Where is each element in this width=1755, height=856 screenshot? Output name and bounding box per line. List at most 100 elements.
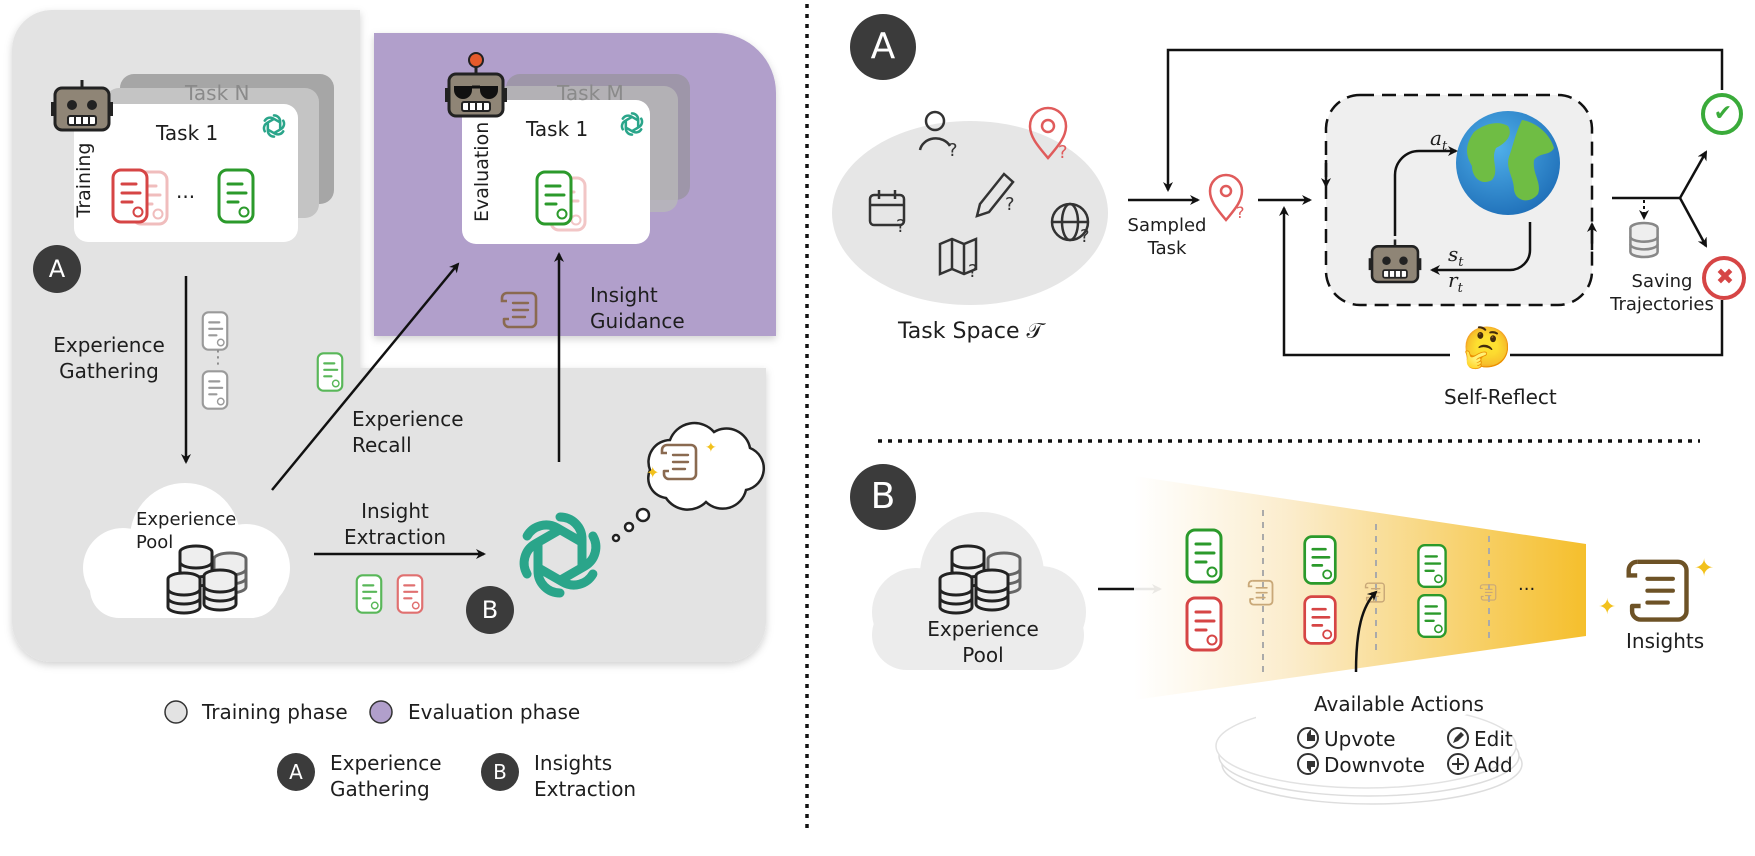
right-a-panel: ? ? ? ? ? ? bbox=[832, 14, 1746, 357]
insight-funnel bbox=[1134, 476, 1586, 700]
pencil-icon bbox=[975, 172, 1015, 218]
sparkle-icon: ✦ bbox=[705, 440, 717, 456]
success-doc-icon bbox=[217, 168, 255, 224]
dots-vertical: ⋮ bbox=[209, 347, 227, 368]
left-panel: ✦ ✦ bbox=[12, 10, 776, 662]
database-icon bbox=[166, 544, 248, 615]
green-doc-icon bbox=[316, 352, 344, 392]
thinking-face-icon: 🤔 bbox=[1462, 325, 1512, 371]
sampled-task-pin-icon bbox=[1208, 173, 1244, 222]
available-actions-title: Available Actions bbox=[1314, 692, 1484, 716]
reward-label: rt bbox=[1448, 268, 1463, 296]
svg-text:?: ? bbox=[896, 216, 906, 237]
legend-training-phase: Training phase bbox=[202, 700, 348, 724]
earth-globe-icon bbox=[1456, 111, 1560, 215]
map-icon bbox=[938, 237, 978, 276]
person-icon bbox=[918, 110, 952, 151]
globe-line-icon bbox=[1050, 202, 1090, 242]
observation-arrow bbox=[1430, 222, 1532, 275]
svg-text:?: ? bbox=[1005, 194, 1015, 215]
svg-text:?: ? bbox=[948, 140, 958, 161]
legend-evaluation-phase: Evaluation phase bbox=[408, 700, 581, 724]
fail-doc-icon bbox=[1303, 595, 1337, 645]
add-label: Add bbox=[1474, 753, 1513, 777]
robot-icon bbox=[49, 78, 115, 132]
arrow-recall bbox=[271, 262, 460, 491]
svg-text:?: ? bbox=[1236, 203, 1245, 222]
green-doc-icon bbox=[355, 574, 383, 614]
success-doc-icon bbox=[1185, 528, 1223, 584]
evaluation-task-stack bbox=[462, 74, 690, 244]
training-label: Training bbox=[73, 142, 95, 218]
gray-doc-icon bbox=[201, 370, 229, 410]
task-1-eval-label: Task 1 bbox=[526, 117, 589, 141]
edit-label: Edit bbox=[1474, 727, 1513, 751]
evaluation-label: Evaluation bbox=[471, 121, 493, 222]
right-a-badge-letter: A bbox=[870, 26, 896, 67]
insights-label: Insights bbox=[1626, 629, 1705, 653]
task-space-ellipse bbox=[832, 121, 1108, 305]
available-actions-card bbox=[1215, 688, 1523, 805]
agent-robot-icon bbox=[1367, 238, 1423, 284]
badge-a-letter: A bbox=[48, 255, 66, 283]
success-doc-icon bbox=[1417, 544, 1447, 588]
training-task-stack bbox=[74, 74, 334, 242]
sparkle-icon: ✦ bbox=[1694, 554, 1714, 582]
sparkle-icon: ✦ bbox=[646, 463, 659, 482]
action-arrow bbox=[1393, 146, 1458, 236]
badge-b-circle bbox=[466, 586, 514, 634]
state-label: st bbox=[1448, 242, 1464, 270]
success-check-circle bbox=[1701, 93, 1743, 135]
reflect-loop-arrow bbox=[1510, 300, 1724, 357]
fail-cross-icon: ✖ bbox=[1715, 265, 1735, 290]
red-doc-icon bbox=[396, 574, 424, 614]
action-pointer-arrow bbox=[1354, 590, 1378, 673]
success-doc-icon bbox=[1303, 535, 1337, 585]
success-check-icon: ✔ bbox=[1713, 101, 1733, 126]
fail-doc-icon bbox=[1185, 596, 1223, 652]
legend-badge-a: A bbox=[289, 760, 303, 784]
fail-cross-circle bbox=[1702, 256, 1746, 300]
right-b-badge-letter: B bbox=[870, 476, 896, 517]
svg-text:?: ? bbox=[968, 261, 978, 282]
task-m-label: Task M bbox=[557, 81, 624, 105]
saving-database-icon bbox=[1629, 221, 1659, 259]
action-label: at bbox=[1430, 126, 1448, 154]
calendar-icon bbox=[868, 190, 906, 227]
task-n-label: Task N bbox=[185, 81, 250, 105]
badge-b-letter: B bbox=[481, 596, 499, 624]
svg-text:?: ? bbox=[1058, 142, 1068, 163]
training-ellipsis: ··· bbox=[176, 185, 196, 209]
legend-badge-b: B bbox=[493, 760, 507, 784]
fail-doc-icon bbox=[111, 168, 149, 224]
success-loop-arrow bbox=[1163, 48, 1724, 192]
badge-a-big bbox=[850, 14, 916, 80]
downvote-label: Downvote bbox=[1324, 753, 1425, 777]
badge-a-circle bbox=[33, 245, 81, 293]
insights-scroll-icon bbox=[1629, 562, 1687, 620]
success-doc-icon bbox=[1417, 594, 1447, 638]
success-doc-icon bbox=[535, 170, 573, 226]
self-reflect-label: Self-Reflect bbox=[1444, 385, 1557, 409]
badge-b-big bbox=[850, 464, 916, 530]
sparkle-icon: ✦ bbox=[1598, 595, 1616, 620]
legend bbox=[164, 700, 519, 791]
gray-doc-icon bbox=[201, 311, 229, 351]
task-1-training-label: Task 1 bbox=[156, 121, 219, 145]
upvote-label: Upvote bbox=[1324, 727, 1396, 751]
svg-text:?: ? bbox=[1080, 226, 1090, 247]
location-pin-icon bbox=[1028, 106, 1068, 160]
task-space-label: Task Space 𝒯 bbox=[898, 319, 1044, 344]
